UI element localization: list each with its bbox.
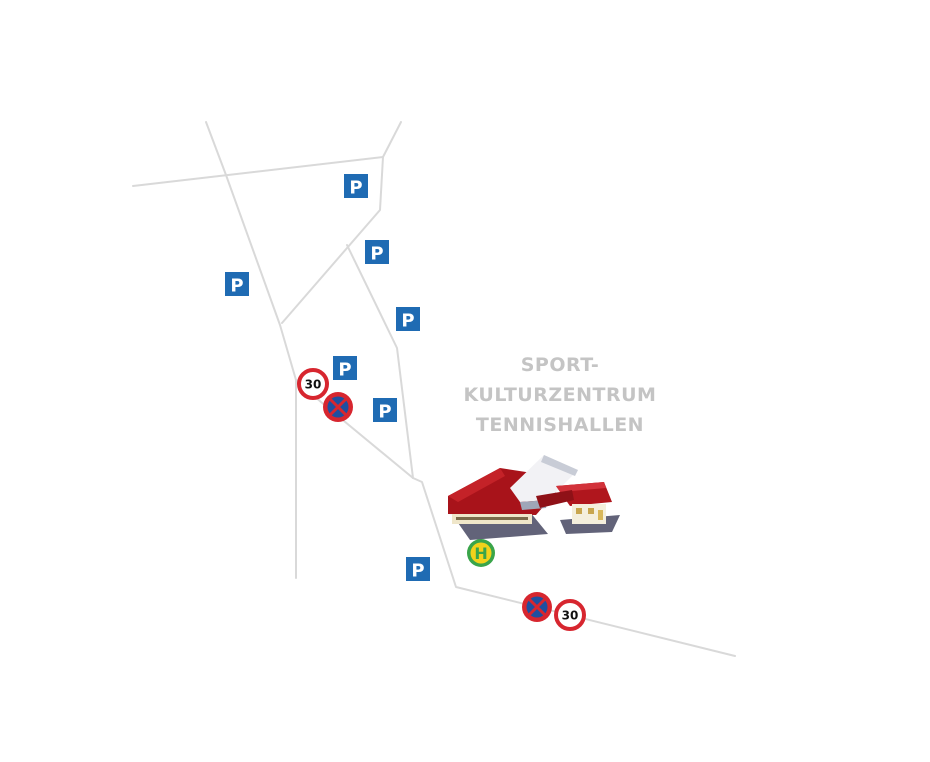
bus-stop-label: H [474, 544, 487, 563]
parking-sign-icon: P [225, 272, 249, 297]
parking-sign-label: P [401, 311, 414, 332]
parking-sign-icon: P [396, 307, 420, 332]
road-south-main [412, 477, 736, 657]
venue-label-line-1: SPORT- [520, 354, 600, 376]
parking-sign-label: P [411, 561, 424, 582]
parking-sign-label: P [349, 178, 362, 199]
parking-sign-icon: P [333, 356, 357, 381]
road-north-crossing [132, 156, 384, 187]
parking-sign-label: P [370, 244, 383, 265]
parking-signs: P P P P P P P [225, 174, 430, 582]
no-stopping-icon [323, 392, 353, 422]
road-diagonal-connector [281, 156, 384, 324]
parking-sign-label: P [378, 402, 391, 423]
venue-label-line-2: KULTURZENTRUM [463, 384, 657, 406]
sports-center-building-icon [448, 455, 620, 540]
parking-sign-icon: P [406, 557, 430, 582]
venue-label-line-3: TENNISHALLEN [475, 414, 645, 436]
speed-limit-30-icon: 30 [554, 599, 586, 631]
venue-label: SPORT- KULTURZENTRUM TENNISHALLEN [430, 350, 690, 440]
parking-sign-icon: P [344, 174, 368, 199]
speed-limit-label: 30 [305, 378, 322, 392]
road-central [346, 244, 414, 479]
parking-sign-icon: P [365, 240, 389, 265]
parking-sign-icon: P [373, 398, 397, 423]
road-north-spur [382, 121, 402, 158]
no-stopping-icon [522, 592, 552, 622]
speed-limit-label: 30 [562, 609, 579, 623]
parking-sign-label: P [230, 276, 243, 297]
parking-sign-label: P [338, 360, 351, 381]
bus-stop-icon: H [467, 539, 495, 567]
speed-limit-30-icon: 30 [297, 368, 329, 400]
